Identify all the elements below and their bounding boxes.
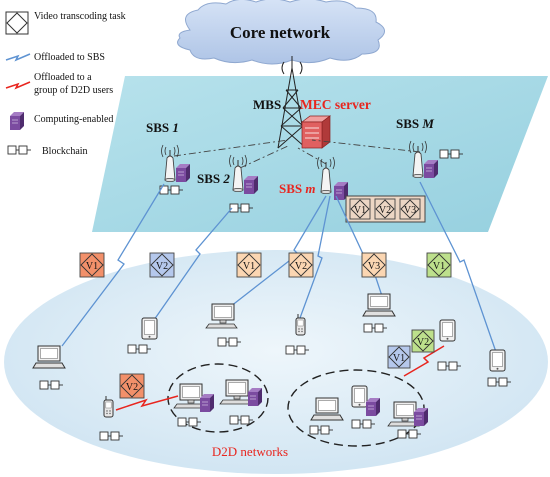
- svg-text:V2: V2: [156, 261, 168, 272]
- mec-server: [300, 115, 332, 149]
- legend-sbs-offload: Offloaded to SBS: [5, 52, 105, 63]
- d2d-offload-link-left: [115, 395, 179, 411]
- legend-blockchain-label: Blockchain: [42, 146, 88, 157]
- sbs-offload-links: [61, 181, 497, 353]
- core-network-label: Core network: [230, 23, 331, 42]
- sbs-m-task-queue: V1 V2 V3: [345, 195, 426, 223]
- queue-task-v2: V2: [374, 198, 396, 220]
- d2d-networks-label: D2D networks: [212, 444, 288, 459]
- legend-task-label: Video transcoding task: [34, 11, 126, 22]
- sbs-1: SBS 1: [146, 120, 191, 195]
- sbs-m-label: SBS m: [279, 181, 316, 196]
- legend-d2d-offload-line1: Offloaded to a: [34, 72, 92, 83]
- legend-computing: Computing-enabled: [9, 111, 113, 131]
- svg-text:V3: V3: [368, 261, 380, 272]
- d2d-user-plane: [4, 250, 548, 474]
- link-task-2: V2: [149, 252, 175, 278]
- sbs-big-m-label: SBS M: [396, 116, 434, 131]
- svg-text:V3: V3: [404, 205, 416, 216]
- sbs-plane: [92, 76, 548, 232]
- queue-task-v3: V3: [399, 198, 421, 220]
- blue-link-icon: [5, 53, 31, 62]
- legend-sbs-offload-label: Offloaded to SBS: [34, 52, 105, 63]
- svg-text:V1: V1: [393, 353, 405, 364]
- sbs-big-m: SBS M: [396, 116, 464, 179]
- sbs-m: SBS m: [279, 156, 349, 201]
- legend-blockchain: Blockchain: [7, 145, 88, 157]
- legend-computing-label: Computing-enabled: [34, 114, 113, 125]
- legend-d2d-offload: Offloaded to a group of D2D users: [5, 72, 113, 96]
- sbs-2-label: SBS 2: [197, 171, 230, 186]
- link-task-5: V3: [361, 252, 387, 278]
- mbs-label: MBS: [253, 97, 281, 112]
- d2d-task-left: V2: [119, 373, 145, 399]
- link-task-4: V2: [288, 252, 314, 278]
- mec-server-label: MEC server: [300, 97, 371, 112]
- d2d-task-right-v1: V1: [387, 345, 411, 369]
- svg-text:V2: V2: [379, 205, 391, 216]
- legend-d2d-offload-line2: group of D2D users: [34, 85, 113, 96]
- legend-task: Video transcoding task: [5, 11, 126, 35]
- queue-task-v1: V1: [349, 198, 371, 220]
- svg-text:V1: V1: [86, 261, 98, 272]
- link-task-6: V1: [426, 252, 452, 278]
- svg-text:V2: V2: [126, 382, 138, 393]
- svg-text:V2: V2: [295, 261, 307, 272]
- link-task-3: V1: [236, 252, 262, 278]
- sbs-1-label: SBS 1: [146, 120, 179, 135]
- link-task-1: V1: [79, 252, 105, 278]
- svg-text:V1: V1: [433, 261, 445, 272]
- svg-text:V2: V2: [417, 337, 429, 348]
- legend: Video transcoding task Offloaded to SBS …: [5, 11, 126, 157]
- core-network-cloud: Core network: [177, 0, 385, 65]
- red-link-icon: [5, 81, 31, 90]
- sbs-2: SBS 2: [197, 154, 259, 213]
- svg-text:V1: V1: [243, 261, 255, 272]
- svg-text:V1: V1: [354, 205, 366, 216]
- d2d-task-right-v2: V2: [411, 329, 435, 353]
